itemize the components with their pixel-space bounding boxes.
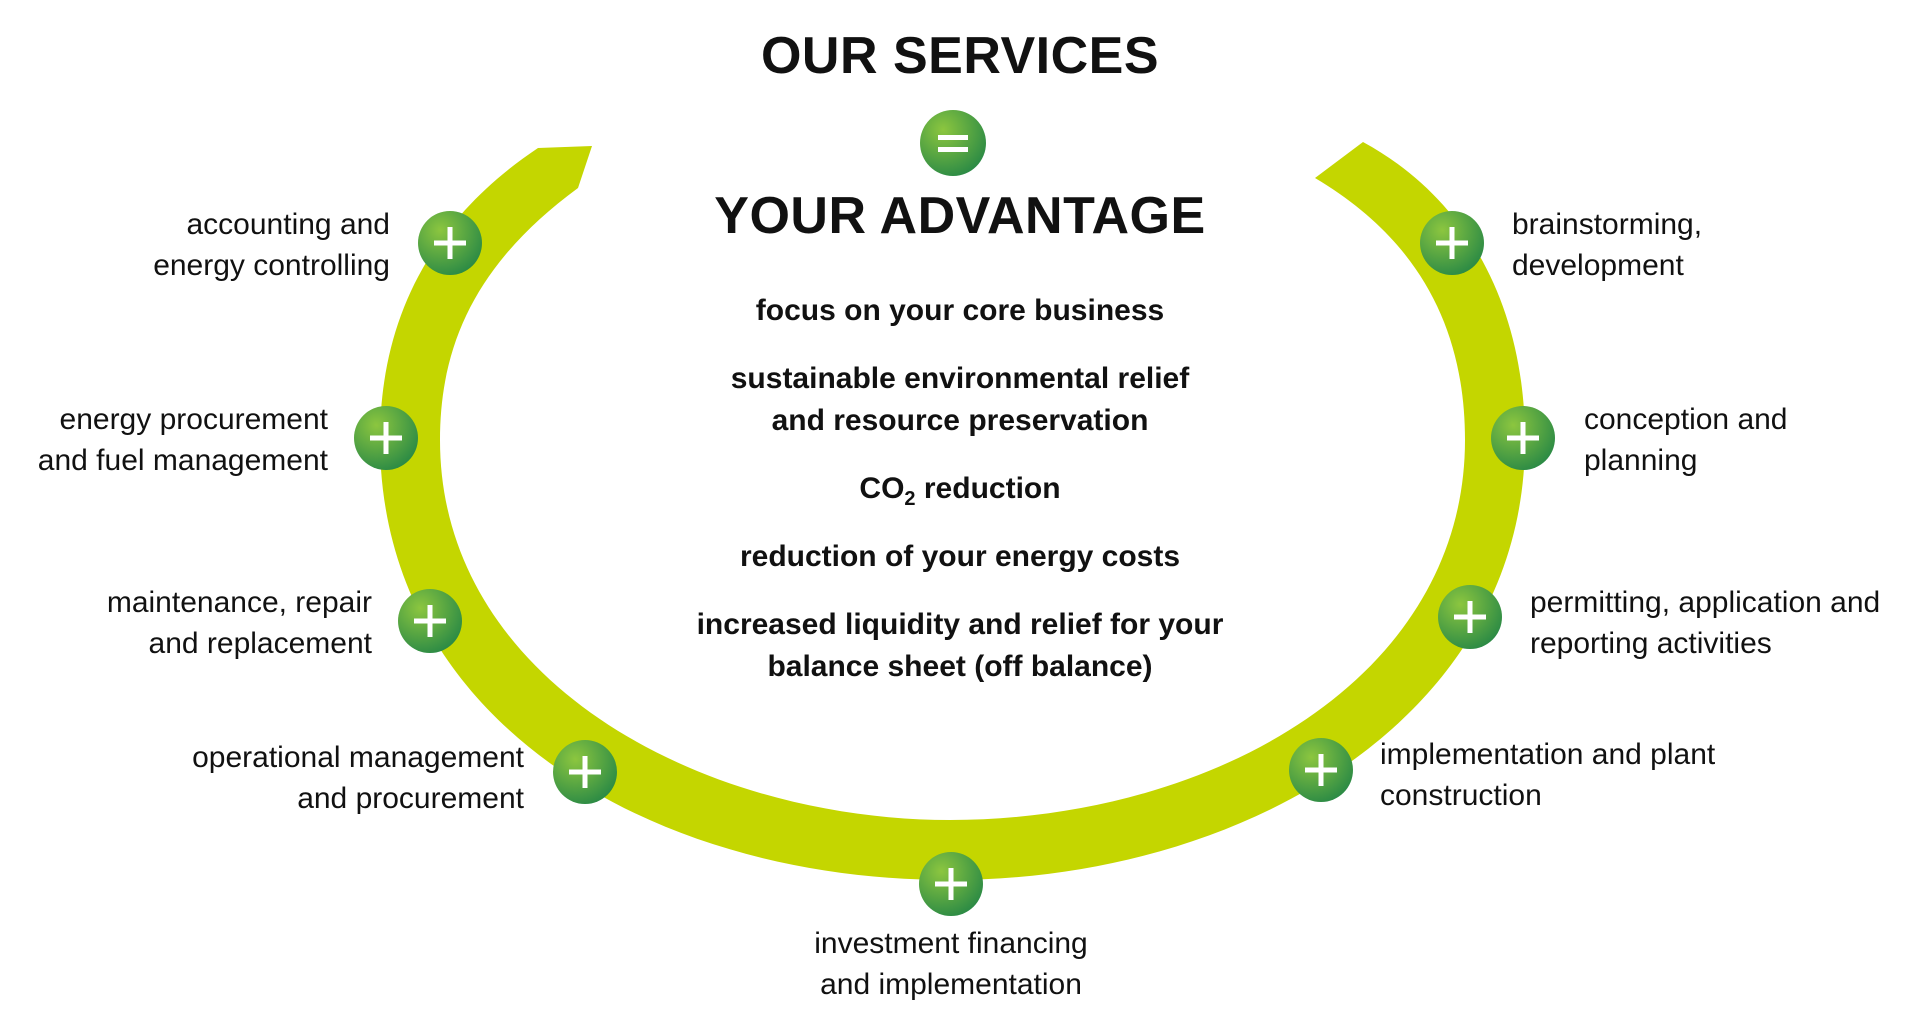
co2-suffix: reduction bbox=[915, 472, 1061, 505]
advantage-item: CO2 reduction bbox=[640, 468, 1280, 510]
advantage-line: focus on your core business bbox=[755, 294, 1165, 327]
service-label-conception: conception and planning bbox=[1584, 399, 1788, 481]
service-line: development bbox=[1512, 249, 1684, 282]
service-label-maintenance: maintenance, repair and replacement bbox=[107, 582, 372, 664]
service-line: energy controlling bbox=[153, 249, 390, 282]
service-line: investment financing bbox=[814, 927, 1088, 960]
advantage-line: balance sheet (off balance) bbox=[767, 650, 1153, 683]
advantage-title: YOUR ADVANTAGE bbox=[714, 187, 1206, 245]
advantage-item: increased liquidity and relief for your … bbox=[640, 604, 1280, 688]
service-line: operational management bbox=[192, 741, 524, 774]
service-line: and implementation bbox=[820, 968, 1082, 1001]
equals-badge bbox=[920, 110, 986, 176]
service-label-investment: investment financing and implementation bbox=[751, 923, 1151, 1005]
advantage-item: reduction of your energy costs bbox=[640, 536, 1280, 578]
plus-badge-implementation bbox=[1289, 738, 1353, 802]
advantages-list: focus on your core business sustainable … bbox=[640, 290, 1280, 714]
advantage-item: focus on your core business bbox=[640, 290, 1280, 332]
service-label-brainstorming: brainstorming, development bbox=[1512, 204, 1702, 286]
service-label-accounting: accounting and energy controlling bbox=[153, 204, 390, 286]
co2-subscript: 2 bbox=[904, 488, 916, 510]
advantage-line: and resource preservation bbox=[771, 404, 1149, 437]
services-title: OUR SERVICES bbox=[760, 27, 1160, 85]
plus-badge-operational bbox=[553, 740, 617, 804]
plus-badge-investment bbox=[919, 852, 983, 916]
service-label-procurement: energy procurement and fuel management bbox=[38, 399, 328, 481]
plus-badge-conception bbox=[1491, 406, 1555, 470]
co2-prefix: CO bbox=[859, 472, 905, 505]
service-line: construction bbox=[1380, 779, 1542, 812]
plus-badge-accounting bbox=[418, 211, 482, 275]
plus-badge-maintenance bbox=[398, 589, 462, 653]
service-line: energy procurement bbox=[59, 403, 328, 436]
service-line: and replacement bbox=[148, 627, 372, 660]
cycle-arc bbox=[380, 142, 1525, 880]
service-label-implementation: implementation and plant construction bbox=[1380, 734, 1715, 816]
service-line: reporting activities bbox=[1530, 627, 1772, 660]
plus-badge-brainstorming bbox=[1420, 211, 1484, 275]
service-line: conception and bbox=[1584, 403, 1788, 436]
service-line: and fuel management bbox=[37, 444, 328, 477]
service-line: planning bbox=[1584, 444, 1698, 477]
service-line: maintenance, repair bbox=[106, 586, 372, 619]
plus-badge-procurement bbox=[354, 406, 418, 470]
advantage-line: increased liquidity and relief for your bbox=[696, 608, 1224, 641]
service-line: implementation and plant bbox=[1380, 738, 1716, 771]
service-line: brainstorming, bbox=[1512, 208, 1703, 241]
service-label-operational: operational management and procurement bbox=[192, 737, 524, 819]
advantage-line: sustainable environmental relief bbox=[730, 362, 1190, 395]
service-line: permitting, application and bbox=[1530, 586, 1881, 619]
advantage-line: reduction of your energy costs bbox=[739, 540, 1181, 573]
service-label-permitting: permitting, application and reporting ac… bbox=[1530, 582, 1880, 664]
advantage-item: sustainable environmental relief and res… bbox=[640, 358, 1280, 442]
service-line: accounting and bbox=[186, 208, 391, 241]
service-line: and procurement bbox=[297, 782, 524, 815]
plus-badge-permitting bbox=[1438, 585, 1502, 649]
